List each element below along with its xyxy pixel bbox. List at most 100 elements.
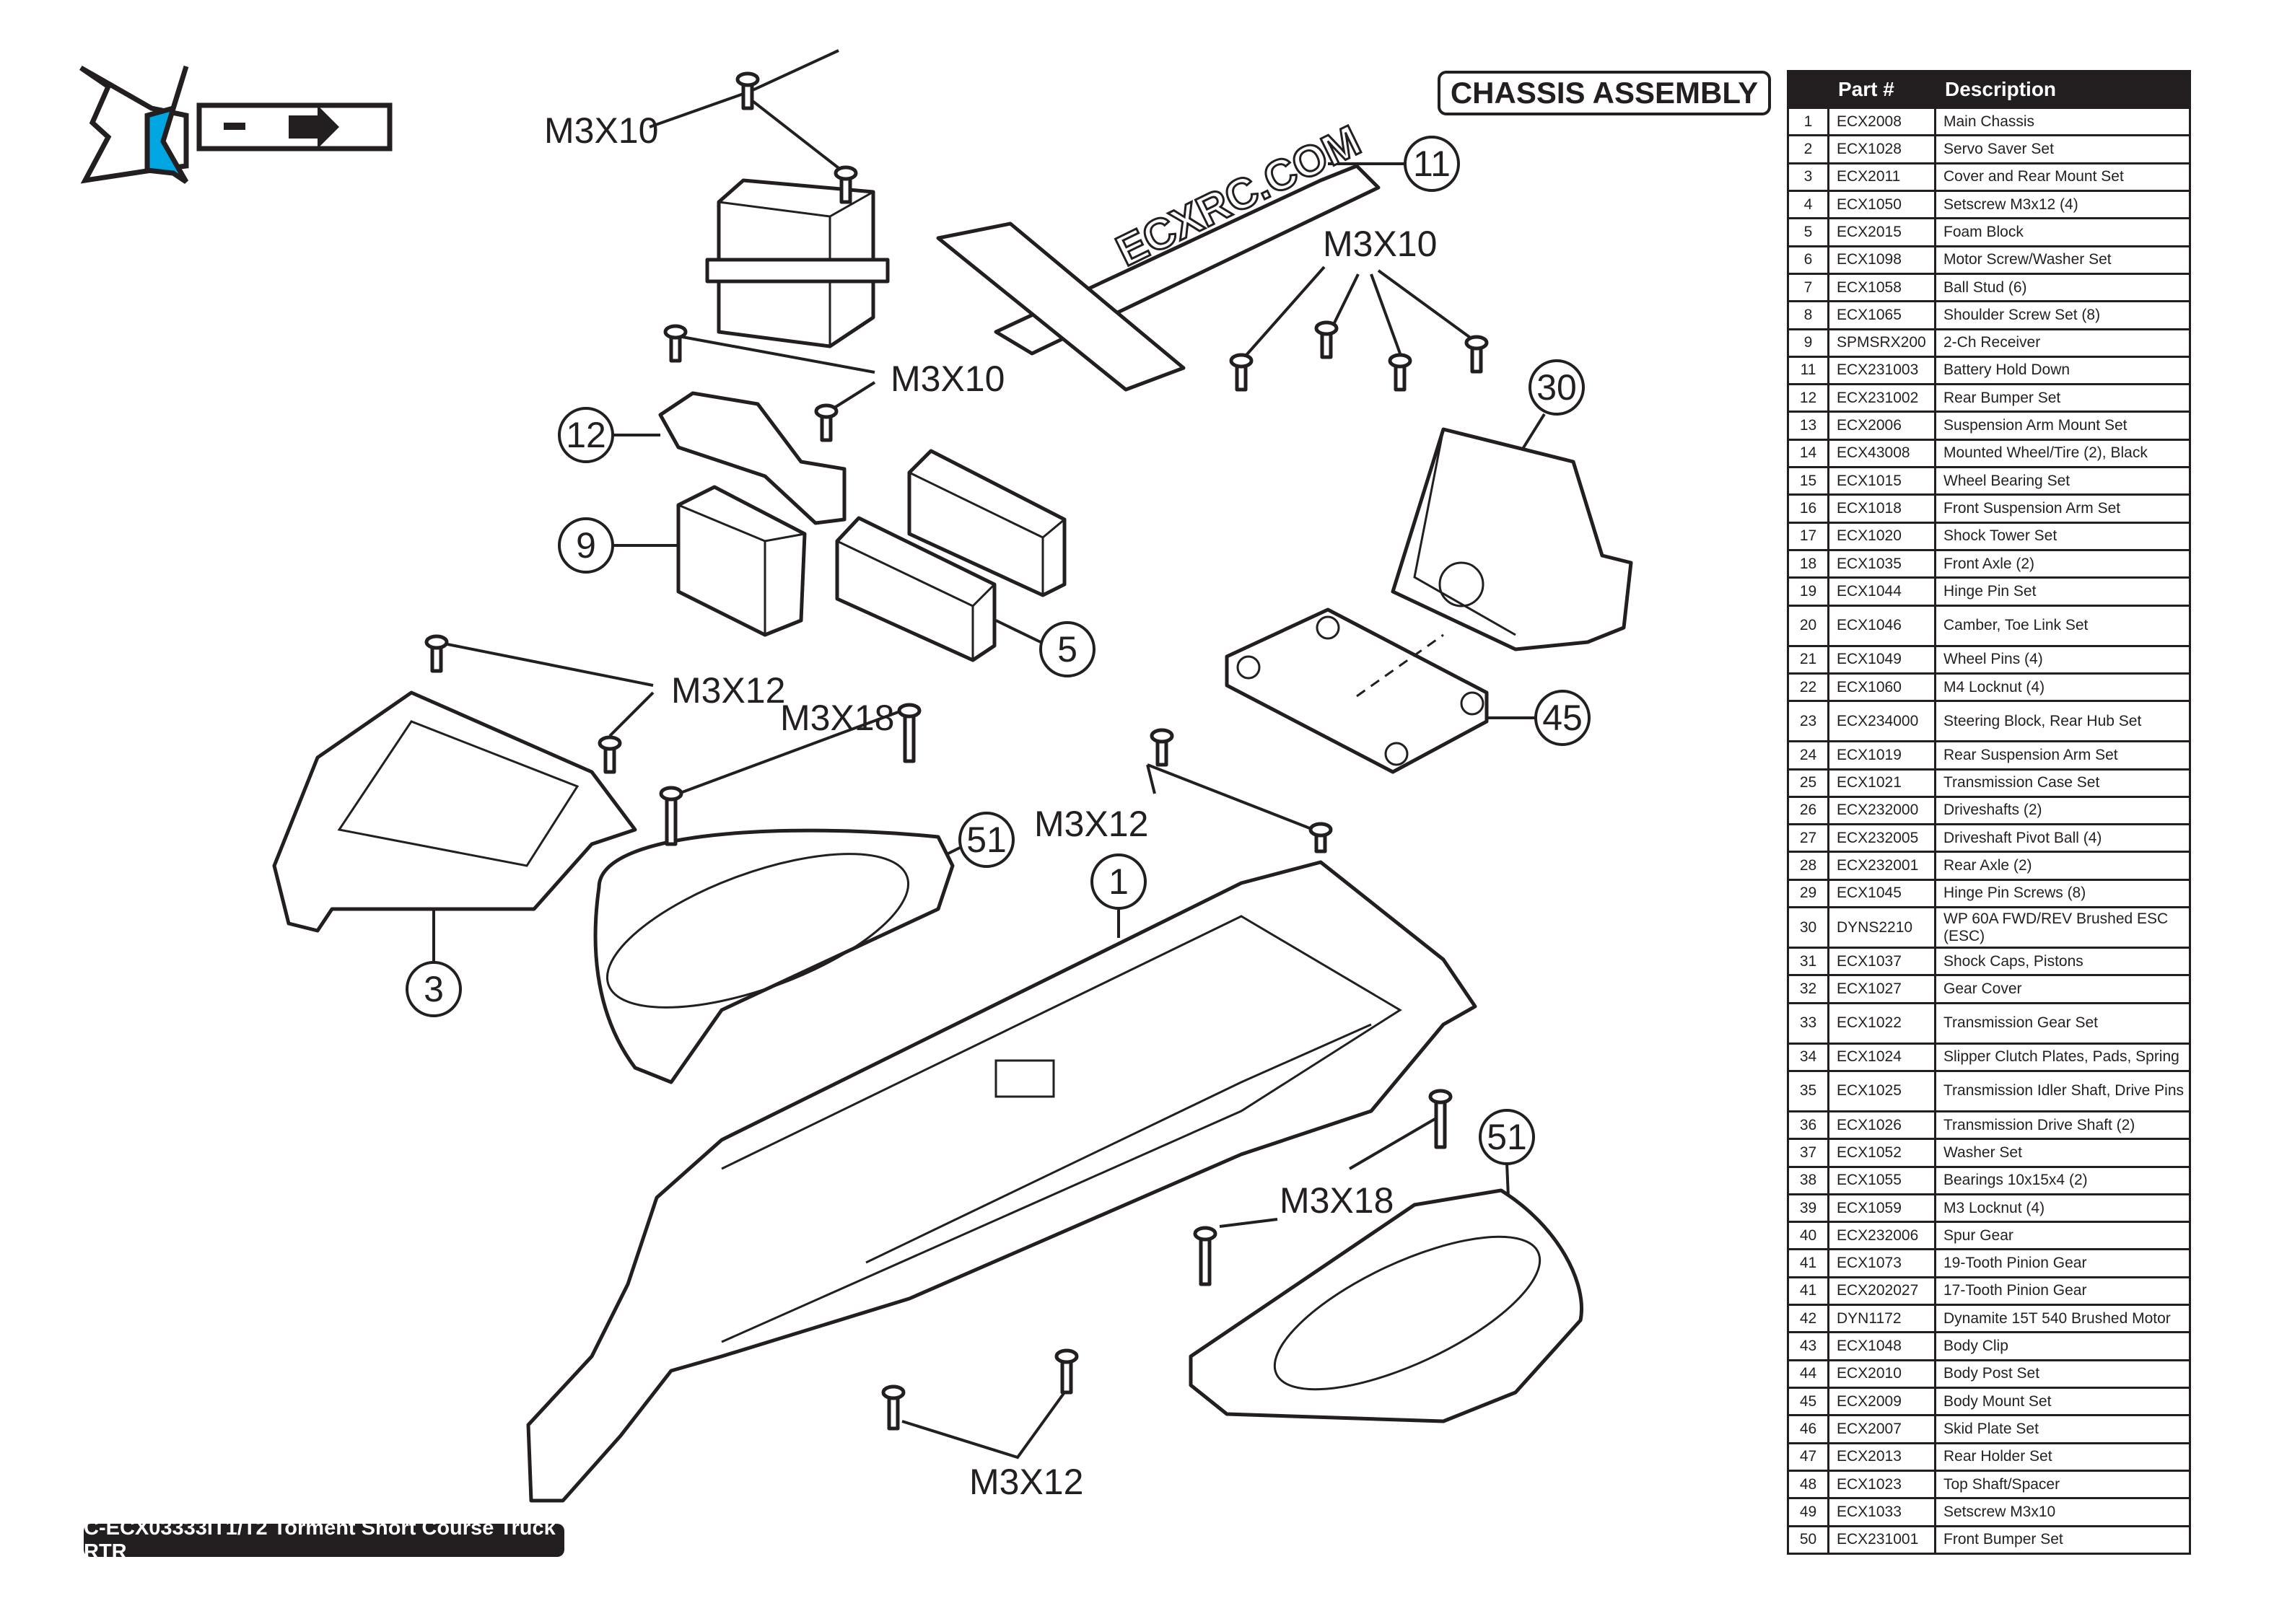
part-number: ECX1073 xyxy=(1829,1250,1936,1276)
part-description: Skid Plate Set xyxy=(1943,1421,2039,1437)
screw-size-label: M3X10 xyxy=(891,359,1005,399)
screw-size-label: M3X18 xyxy=(1280,1180,1394,1221)
header-part-number: Part # xyxy=(1838,78,1894,100)
part-number: ECX1024 xyxy=(1829,1044,1936,1070)
part-description: Gear Cover xyxy=(1943,980,2022,997)
part-description: Ball Stud (6) xyxy=(1943,278,2027,296)
part-description: Bearings 10x15x4 (2) xyxy=(1943,1172,2088,1189)
row-number: 41 xyxy=(1789,1250,1829,1276)
row-number: 43 xyxy=(1789,1333,1829,1359)
part-description: Wheel Bearing Set xyxy=(1943,472,2070,489)
part-description: WP 60A FWD/REV Brushed ESC (ESC) xyxy=(1943,910,2169,944)
screw-icon xyxy=(735,71,760,110)
screw-icon xyxy=(1464,335,1489,374)
callout-3: 3 xyxy=(406,961,462,1017)
callout-51: 51 xyxy=(1479,1109,1535,1165)
part-description: Dynamite 15T 540 Brushed Motor xyxy=(1943,1309,2171,1327)
main-chassis xyxy=(526,860,1477,1503)
screw-icon xyxy=(1308,822,1333,853)
part-description: Battery Hold Down xyxy=(1943,361,2070,379)
part-number: ECX43008 xyxy=(1829,440,1936,467)
callout-circle xyxy=(1090,853,1147,910)
part-description: Main Chassis xyxy=(1943,113,2035,130)
row-number: 9 xyxy=(1789,330,1829,356)
part-description: Front Suspension Arm Set xyxy=(1943,500,2121,517)
row-number: 37 xyxy=(1789,1140,1829,1166)
screw-icon xyxy=(1054,1348,1079,1395)
part-description: Rear Axle (2) xyxy=(1943,857,2032,874)
screw-icon xyxy=(1314,320,1339,359)
part-description: Transmission Idler Shaft, Drive Pins xyxy=(1943,1082,2184,1100)
part-description: Steering Block, Rear Hub Set xyxy=(1943,712,2142,729)
row-number: 49 xyxy=(1789,1499,1829,1525)
cover xyxy=(272,690,637,933)
part-description: Rear Bumper Set xyxy=(1943,389,2061,406)
part-number: ECX1020 xyxy=(1829,523,1936,549)
screw-size-label: M3X12 xyxy=(1034,804,1148,844)
row-number: 25 xyxy=(1789,770,1829,796)
part-number: ECX2008 xyxy=(1829,109,1936,135)
callout-circle xyxy=(1479,1109,1535,1165)
row-number: 48 xyxy=(1789,1471,1829,1498)
part-description: Hinge Pin Set xyxy=(1943,582,2037,600)
part-description: Spur Gear xyxy=(1943,1226,2013,1244)
esc xyxy=(1391,427,1633,651)
row-number: 47 xyxy=(1789,1444,1829,1470)
row-number: 8 xyxy=(1789,302,1829,328)
body-mount-plate xyxy=(1225,607,1489,774)
part-description: Rear Holder Set xyxy=(1943,1448,2052,1465)
part-number: ECX1025 xyxy=(1829,1071,1936,1110)
part-description: Transmission Case Set xyxy=(1943,774,2100,791)
part-number: ECX202027 xyxy=(1829,1278,1936,1304)
part-number: ECX232001 xyxy=(1829,853,1936,879)
part-number: ECX1050 xyxy=(1829,191,1936,218)
row-number: 50 xyxy=(1789,1527,1829,1553)
callout-51: 51 xyxy=(958,812,1015,868)
row-number: 20 xyxy=(1789,606,1829,645)
part-number: ECX1058 xyxy=(1829,274,1936,301)
row-number: 33 xyxy=(1789,1004,1829,1043)
page-title: CHASSIS ASSEMBLY xyxy=(1438,71,1771,115)
row-number: 26 xyxy=(1789,797,1829,824)
callout-number: 45 xyxy=(1542,698,1583,738)
row-number: 5 xyxy=(1789,219,1829,245)
callout-number: 3 xyxy=(424,969,444,1009)
row-number: 27 xyxy=(1789,825,1829,851)
screw-icon xyxy=(897,703,922,763)
part-description: Front Bumper Set xyxy=(1943,1531,2063,1548)
part-number: ECX1035 xyxy=(1829,551,1936,577)
part-description: Foam Block xyxy=(1943,223,2024,240)
callout-30: 30 xyxy=(1529,359,1585,416)
part-description: Shock Caps, Pistons xyxy=(1943,952,2083,970)
screw-size-label: M3X18 xyxy=(780,698,894,738)
part-number: ECX1045 xyxy=(1829,880,1936,907)
part-number: ECX1023 xyxy=(1829,1471,1936,1498)
callout-circle xyxy=(1529,359,1585,416)
screw-size-label: M3X12 xyxy=(969,1462,1083,1502)
row-number: 24 xyxy=(1789,742,1829,768)
part-description: Driveshafts (2) xyxy=(1943,802,2042,819)
part-number: ECX1044 xyxy=(1829,579,1936,605)
